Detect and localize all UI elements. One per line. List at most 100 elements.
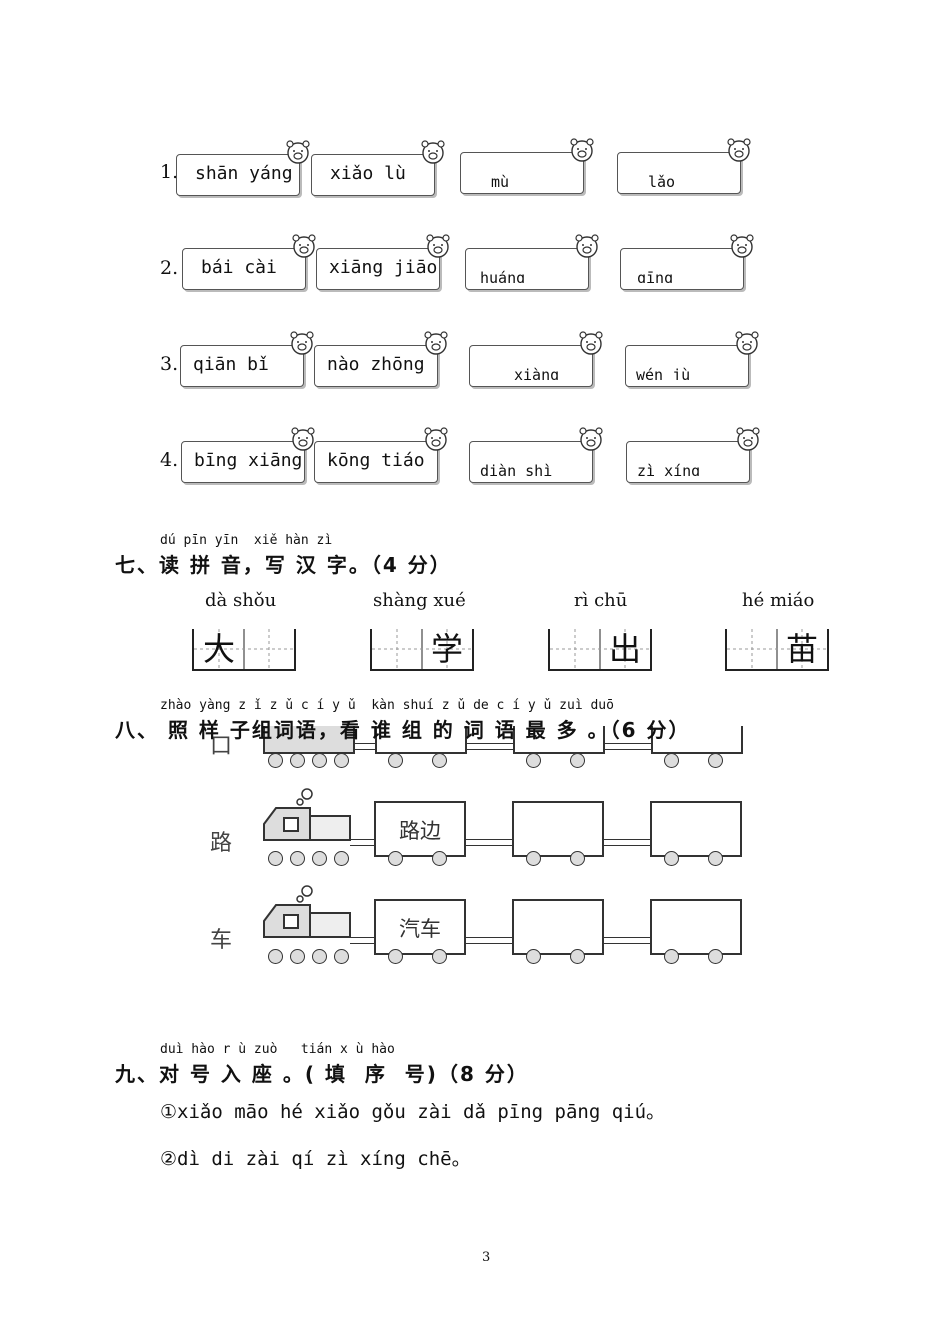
writing-grid[interactable]: 学 <box>370 629 474 671</box>
wheel <box>388 851 403 866</box>
heading-pinyin: dú pīn yīn xiě hàn zì <box>160 533 333 548</box>
pinyin-card: diàn shì <box>469 427 603 483</box>
pinyin-card: qiān bǐ <box>180 331 314 387</box>
wheel <box>312 851 327 866</box>
pinyin-card: bái cài <box>182 234 316 290</box>
row-number: 2. <box>160 257 179 279</box>
grid-char: 苗 <box>785 630 818 668</box>
card-text: bái cài <box>201 257 277 278</box>
pinyin-card: shān yáng <box>176 140 310 196</box>
card-text: xiàng <box>514 366 560 380</box>
wheel <box>334 949 349 964</box>
wheel <box>268 753 283 768</box>
section-title: 九、对 号 入 座 。( 填 序 号)（8 分） <box>115 1062 529 1086</box>
train-coupling <box>350 937 374 944</box>
pinyin-card: wén jù <box>625 331 759 387</box>
wheel <box>290 851 305 866</box>
card-text: lǎo <box>648 173 676 187</box>
wheel <box>708 949 723 964</box>
answer-wagon[interactable] <box>650 899 742 955</box>
wheel <box>570 753 585 768</box>
sentence-item: ②dì di zài qí zì xíng chē。 <box>160 1148 471 1170</box>
pinyin-card: xiǎo lù <box>311 140 445 196</box>
item-pinyin: rì chū <box>574 590 628 611</box>
locomotive-icon <box>263 788 351 841</box>
train-row-label: 车 <box>210 928 233 953</box>
wheel <box>268 949 283 964</box>
pinyin-card: xiāng jiāo <box>316 234 450 290</box>
train-row-label: 路 <box>210 831 233 856</box>
pig-icon <box>426 234 450 258</box>
card-text: huáng <box>480 269 526 283</box>
row-number: 3. <box>160 353 179 375</box>
pinyin-card: nào zhōng <box>314 331 448 387</box>
card-text: kōng tiáo <box>327 450 425 471</box>
train-coupling <box>604 937 650 944</box>
train-coupling <box>350 839 374 846</box>
pinyin-card: lǎo <box>617 138 751 194</box>
train-coupling <box>353 743 375 750</box>
wheel <box>290 753 305 768</box>
heading-pinyin: zhào yàng z ǐ z ǔ c í y ǔ kàn shuí z ǔ d… <box>160 698 614 713</box>
wheel <box>334 753 349 768</box>
train-coupling <box>603 743 651 750</box>
pinyin-card: bīng xiāng <box>181 427 315 483</box>
train-wagon: 汽车 <box>374 899 466 955</box>
wheel <box>570 851 585 866</box>
answer-wagon[interactable] <box>512 801 604 857</box>
card-text: xiāng jiāo <box>329 257 438 278</box>
pig-icon <box>292 234 316 258</box>
card-text: shān yáng <box>195 163 293 184</box>
card-text: diàn shì <box>480 462 553 476</box>
wheel <box>432 949 447 964</box>
pig-icon <box>290 331 314 355</box>
wheel <box>388 753 403 768</box>
card-text: wén jù <box>636 366 691 380</box>
sentence-item: ①xiǎo māo hé xiǎo gǒu zài dǎ pīng pāng q… <box>160 1101 666 1123</box>
pig-icon <box>424 331 448 355</box>
wheel <box>312 753 327 768</box>
item-pinyin: hé miáo <box>742 590 815 611</box>
pig-icon <box>727 138 751 162</box>
pinyin-card: mù <box>460 138 594 194</box>
card-text: bīng xiāng <box>194 450 303 471</box>
wheel <box>664 753 679 768</box>
pig-icon <box>579 427 603 451</box>
pig-icon <box>736 427 760 451</box>
wheel <box>432 851 447 866</box>
pig-icon <box>730 234 754 258</box>
wheel <box>664 851 679 866</box>
pig-icon <box>579 331 603 355</box>
train-wagon <box>375 726 467 754</box>
train-row-label: 口 <box>210 734 233 759</box>
answer-wagon[interactable] <box>650 801 742 857</box>
example-word: 路边 <box>399 819 441 843</box>
wheel <box>388 949 403 964</box>
wheel <box>570 949 585 964</box>
writing-grid[interactable]: 苗 <box>725 629 829 671</box>
grid-char: 大 <box>202 630 235 668</box>
answer-wagon[interactable] <box>512 899 604 955</box>
pig-icon <box>575 234 599 258</box>
train-wagon: 路边 <box>374 801 466 857</box>
writing-grid[interactable]: 大 <box>192 629 296 671</box>
wheel <box>268 851 283 866</box>
wheel <box>334 851 349 866</box>
pinyin-card: zì xíng <box>626 427 760 483</box>
pig-icon <box>570 138 594 162</box>
wheel <box>664 949 679 964</box>
train-wagon <box>513 726 605 754</box>
pig-icon <box>286 140 310 164</box>
page-number: 3 <box>482 1250 491 1265</box>
example-word: 汽车 <box>399 917 441 941</box>
row-number: 4. <box>160 449 179 471</box>
writing-grid[interactable]: 出 <box>548 629 652 671</box>
train-wagon <box>651 726 743 754</box>
pinyin-card: huáng <box>465 234 599 290</box>
pinyin-card: qīng <box>620 234 754 290</box>
grid-char: 出 <box>608 630 641 668</box>
wheel <box>708 851 723 866</box>
pig-icon <box>291 427 315 451</box>
item-pinyin: dà shǒu <box>205 590 277 611</box>
wheel <box>290 949 305 964</box>
